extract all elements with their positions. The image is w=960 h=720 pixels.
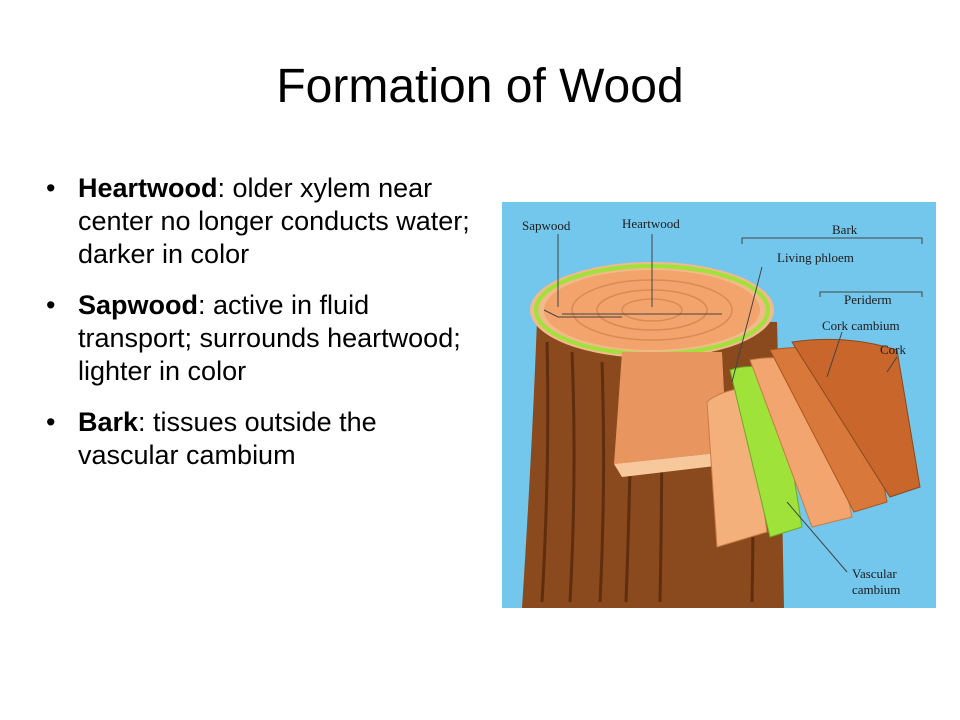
phloem-leader bbox=[731, 266, 763, 383]
bullet-term: Sapwood bbox=[78, 289, 198, 320]
bullet-item-sapwood: • Sapwood: active in fluid transport; su… bbox=[44, 289, 484, 388]
periderm-bracket bbox=[819, 291, 923, 297]
cork-layer bbox=[791, 338, 921, 498]
heartwood-leader bbox=[562, 234, 722, 315]
bark-grooves bbox=[540, 341, 755, 603]
label-cambium: cambium bbox=[852, 582, 900, 597]
label-periderm: Periderm bbox=[844, 292, 892, 307]
exposed-wood-face bbox=[614, 352, 727, 464]
sapwood-leader bbox=[543, 234, 622, 318]
bullet-icon: • bbox=[46, 289, 56, 320]
label-cork-cambium: Cork cambium bbox=[822, 318, 900, 333]
label-living-phloem: Living phloem bbox=[777, 250, 854, 265]
heartwood-top bbox=[544, 270, 760, 350]
bullet-item-bark: • Bark: tissues outside the vascular cam… bbox=[44, 406, 484, 472]
bullet-list: • Heartwood: older xylem near center no … bbox=[44, 172, 484, 490]
vascular-cambium-leader bbox=[786, 501, 848, 573]
tree-trunk-diagram: Sapwood Heartwood Bark Living phloem Per… bbox=[502, 202, 936, 608]
tree-trunk-illustration: Sapwood Heartwood Bark Living phloem Per… bbox=[502, 202, 936, 608]
label-heartwood: Heartwood bbox=[622, 216, 680, 231]
bullet-text: : tissues outside the vascular cambium bbox=[78, 406, 377, 470]
label-bark: Bark bbox=[832, 222, 858, 237]
label-sapwood: Sapwood bbox=[522, 218, 571, 233]
bark-bracket bbox=[741, 237, 923, 244]
cork-leader bbox=[886, 356, 898, 373]
bullet-text: : older xylem near center no longer cond… bbox=[78, 173, 470, 269]
cork-cambium-leader bbox=[826, 331, 843, 378]
bullet-term: Bark bbox=[78, 406, 139, 437]
slide-title: Formation of Wood bbox=[276, 60, 684, 113]
exposed-wood-ledge bbox=[614, 452, 732, 477]
bullet-icon: • bbox=[46, 406, 56, 437]
bullet-term: Heartwood bbox=[78, 173, 218, 203]
label-vascular: Vascular bbox=[852, 566, 897, 581]
bullet-icon: • bbox=[46, 173, 56, 203]
bullet-item-heartwood: • Heartwood: older xylem near center no … bbox=[44, 172, 484, 271]
bullet-text: : active in fluid transport; surrounds h… bbox=[78, 289, 461, 386]
label-cork: Cork bbox=[880, 342, 907, 357]
